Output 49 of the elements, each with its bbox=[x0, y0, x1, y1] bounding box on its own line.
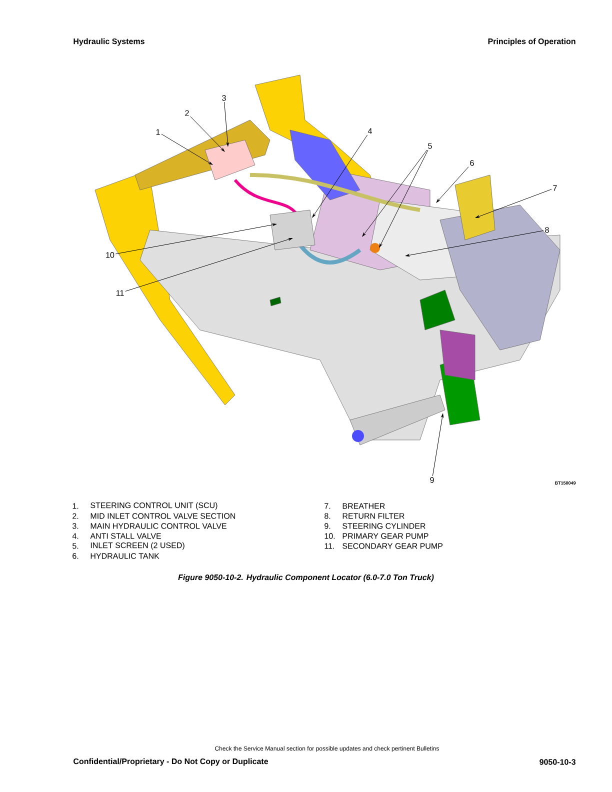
legend-text: 8. bbox=[324, 513, 330, 519]
callout-number: 4 bbox=[368, 128, 372, 134]
callout-number: 3 bbox=[222, 95, 226, 101]
callout-number: 7 bbox=[553, 185, 557, 191]
leader-line bbox=[125, 238, 292, 292]
legend-text: STEERING CYLINDER bbox=[342, 523, 426, 529]
callout-number: 11 bbox=[116, 290, 124, 296]
legend-text: ANTI STALL VALVE bbox=[90, 533, 161, 539]
header-text: Principles of Operation bbox=[488, 38, 576, 46]
header-text: Confidential/Proprietary - Do Not Copy or Duplicate bbox=[74, 758, 268, 766]
legend-text: 6. bbox=[72, 553, 78, 559]
legend-text: 10. bbox=[324, 533, 335, 539]
callout-number: 8 bbox=[545, 227, 549, 233]
leader-line bbox=[362, 150, 428, 237]
leader-line bbox=[161, 134, 212, 165]
figure-caption: Figure 9050-10-2. Hydraulic Component Locator (6.0-7.0 Ton Truck) bbox=[178, 574, 434, 582]
leader-line bbox=[436, 166, 469, 203]
header-text: Hydraulic Systems bbox=[74, 38, 144, 46]
leader-line bbox=[432, 414, 444, 476]
header-text: 9050-10-3 bbox=[540, 759, 576, 765]
legend-text: 1. bbox=[72, 503, 78, 509]
legend-text: MAIN HYDRAULIC CONTROL VALVE bbox=[90, 523, 226, 529]
callout-number: 10 bbox=[106, 252, 114, 258]
legend-text: 3. bbox=[72, 523, 78, 529]
leader-line bbox=[190, 116, 225, 152]
legend-text: 4. bbox=[72, 533, 78, 539]
leader-line bbox=[312, 134, 368, 218]
callout-number: 5 bbox=[428, 143, 432, 149]
legend-text: 11. bbox=[324, 543, 334, 549]
legend-text: BREATHER bbox=[342, 503, 385, 509]
callout-number: 9 bbox=[430, 477, 434, 483]
legend-text: INLET SCREEN (2 USED) bbox=[90, 542, 184, 550]
leader-line bbox=[379, 150, 428, 248]
callout-number: 2 bbox=[185, 110, 189, 116]
legend-text: MID INLET CONTROL VALVE SECTION bbox=[90, 513, 236, 519]
leader-line bbox=[476, 189, 552, 218]
leader-line bbox=[406, 230, 544, 256]
legend-text: 7. bbox=[324, 503, 330, 509]
legend-text: SECONDARY GEAR PUMP bbox=[342, 543, 443, 549]
callout-number: 6 bbox=[470, 160, 474, 166]
legend-text: 9. bbox=[324, 523, 330, 529]
legend-text: STEERING CONTROL UNIT (SCU) bbox=[90, 502, 218, 510]
legend-text: 5. bbox=[72, 543, 78, 549]
legend-text: RETURN FILTER bbox=[342, 513, 404, 519]
leader-line bbox=[224, 102, 229, 146]
legend-text: PRIMARY GEAR PUMP bbox=[342, 533, 428, 539]
callout-number: 1 bbox=[156, 129, 160, 135]
legend-text: HYDRAULIC TANK bbox=[90, 553, 160, 559]
legend-text: 2. bbox=[72, 513, 78, 519]
